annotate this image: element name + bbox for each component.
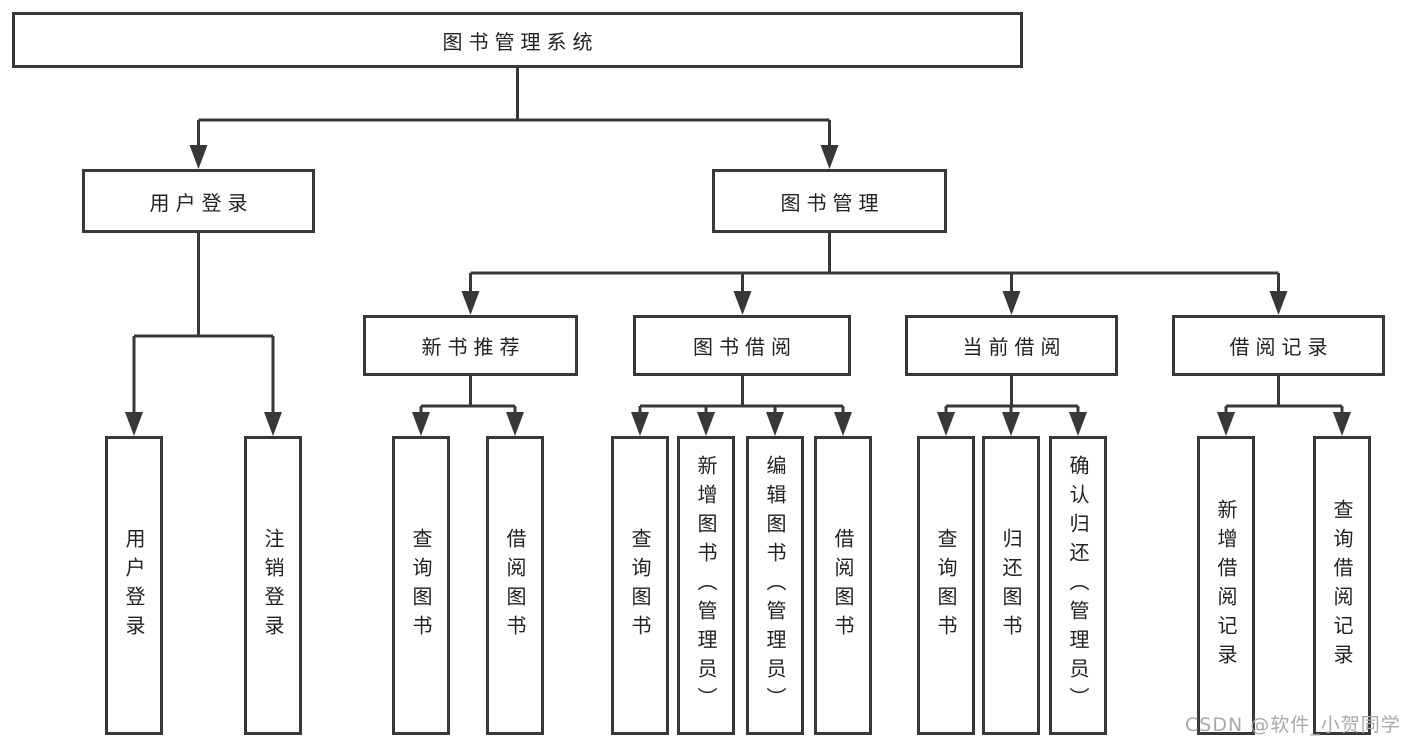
csdn-watermark: CSDN @软件_小贺同学	[1185, 714, 1401, 736]
node-new-book-recommend-label: 新书推荐	[421, 335, 526, 359]
connector-records-to-leaves	[1217, 376, 1351, 436]
connector-newbook-to-leaves	[412, 376, 524, 436]
leaf-borrow-query-book: 查询图书	[611, 436, 669, 735]
node-borrow-records: 借阅记录	[1172, 315, 1385, 376]
leaf-records-query-record: 查询借阅记录	[1313, 436, 1371, 735]
leaf-records-add-record-label: 新增借阅记录	[1214, 498, 1238, 673]
leaf-current-query-book: 查询图书	[917, 436, 975, 735]
leaf-user-login-label: 用户登录	[122, 527, 146, 644]
leaf-logout: 注销登录	[244, 436, 302, 735]
node-new-book-recommend: 新书推荐	[363, 315, 578, 376]
leaf-recommend-query-book-label: 查询图书	[409, 527, 433, 644]
connector-borrow-to-leaves	[631, 376, 852, 436]
connector-current-to-leaves	[937, 376, 1087, 436]
leaf-logout-label: 注销登录	[261, 527, 285, 644]
leaf-borrow-borrow-book: 借阅图书	[814, 436, 872, 735]
leaf-current-confirm-return-admin: 确认归还（管理员）	[1049, 436, 1107, 735]
leaf-borrow-edit-book-admin-label: 编辑图书（管理员）	[763, 455, 787, 716]
leaf-current-return-book-label: 归还图书	[999, 527, 1023, 644]
node-user-login: 用户登录	[82, 169, 315, 233]
node-current-borrow: 当前借阅	[905, 315, 1118, 376]
node-book-management: 图书管理	[712, 169, 947, 233]
node-current-borrow-label: 当前借阅	[962, 335, 1067, 359]
leaf-current-confirm-return-admin-label: 确认归还（管理员）	[1066, 455, 1090, 716]
connector-bookmgmt-to-level3	[461, 233, 1288, 315]
leaf-records-add-record: 新增借阅记录	[1197, 436, 1255, 735]
leaf-current-query-book-label: 查询图书	[934, 527, 958, 644]
leaf-borrow-query-book-label: 查询图书	[628, 527, 652, 644]
node-root-library-system: 图书管理系统	[12, 12, 1023, 68]
leaf-recommend-query-book: 查询图书	[392, 436, 450, 735]
node-book-borrow: 图书借阅	[633, 315, 851, 376]
leaf-user-login: 用户登录	[105, 436, 163, 735]
node-user-login-label: 用户登录	[149, 190, 254, 215]
leaf-recommend-borrow-book: 借阅图书	[486, 436, 544, 735]
leaf-records-query-record-label: 查询借阅记录	[1330, 498, 1354, 673]
node-root-label: 图书管理系统	[442, 29, 599, 54]
node-borrow-records-label: 借阅记录	[1229, 335, 1334, 359]
leaf-borrow-add-book-admin-label: 新增图书（管理员）	[694, 455, 718, 716]
leaf-borrow-edit-book-admin: 编辑图书（管理员）	[746, 436, 804, 735]
connector-userlogin-to-leaves	[125, 233, 282, 436]
connector-root-to-level2	[189, 68, 839, 169]
leaf-borrow-add-book-admin: 新增图书（管理员）	[677, 436, 735, 735]
node-book-management-label: 图书管理	[780, 190, 885, 215]
leaf-current-return-book: 归还图书	[982, 436, 1040, 735]
leaf-recommend-borrow-book-label: 借阅图书	[503, 527, 527, 644]
leaf-borrow-borrow-book-label: 借阅图书	[831, 527, 855, 644]
node-book-borrow-label: 图书借阅	[693, 335, 797, 359]
